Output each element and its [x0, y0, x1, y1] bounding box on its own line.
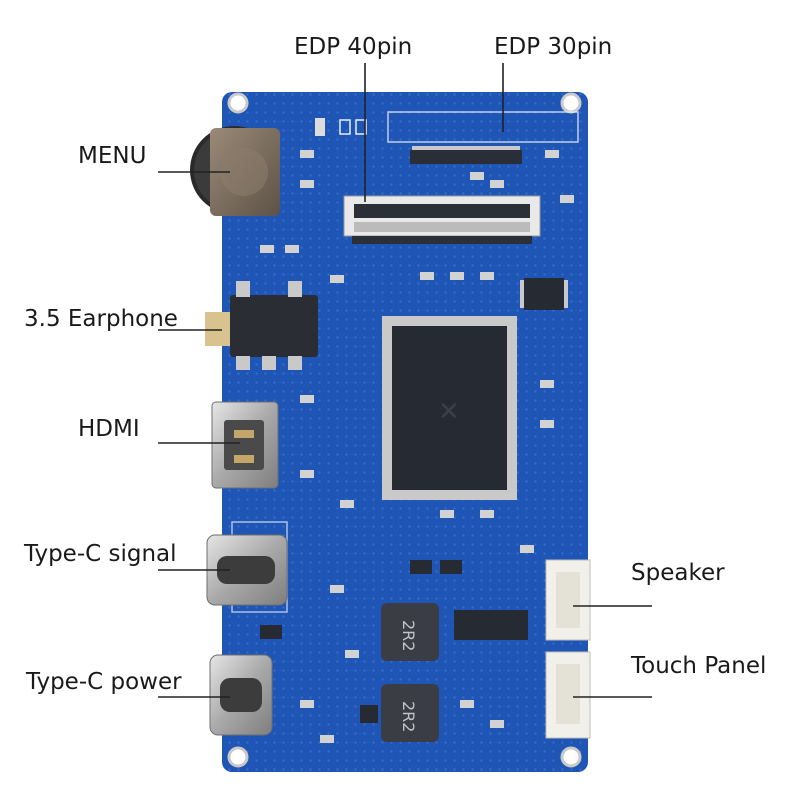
edp-40pin-connector	[343, 195, 541, 244]
label-menu: MENU	[78, 143, 147, 169]
label-edp-30pin: EDP 30pin	[494, 34, 613, 60]
edp-30pin-connector	[410, 146, 522, 164]
label-edp-40pin: EDP 40pin	[294, 34, 413, 60]
menu-knob	[190, 126, 280, 216]
label-hdmi: HDMI	[78, 416, 140, 442]
driver-ic	[454, 610, 528, 640]
speaker-connector	[545, 559, 591, 641]
smd-components	[260, 150, 574, 743]
inductor-bottom-marking: 2R2	[399, 701, 418, 732]
label-typec-power: Type-C power	[26, 669, 182, 695]
inductor-bottom: 2R2	[381, 684, 439, 742]
label-typec-signal: Type-C signal	[24, 541, 177, 567]
mounting-hole	[227, 746, 249, 768]
mounting-hole	[227, 92, 249, 114]
mounting-hole	[560, 746, 582, 768]
label-touch-panel: Touch Panel	[631, 653, 767, 679]
inductor-top: 2R2	[381, 603, 439, 661]
typec-power-port	[209, 654, 273, 736]
touch-panel-connector	[545, 651, 591, 739]
typec-signal-port	[206, 534, 288, 606]
label-earphone: 3.5 Earphone	[24, 306, 178, 332]
small-ic	[520, 278, 568, 310]
hdmi-port	[211, 401, 279, 489]
inductor-top-marking: 2R2	[399, 620, 418, 651]
leader-lines	[158, 63, 652, 698]
label-speaker: Speaker	[631, 560, 725, 586]
svg-text:✕: ✕	[438, 397, 460, 427]
main-chip: ✕	[382, 316, 517, 500]
mounting-hole	[560, 92, 582, 114]
earphone-jack	[205, 281, 318, 370]
